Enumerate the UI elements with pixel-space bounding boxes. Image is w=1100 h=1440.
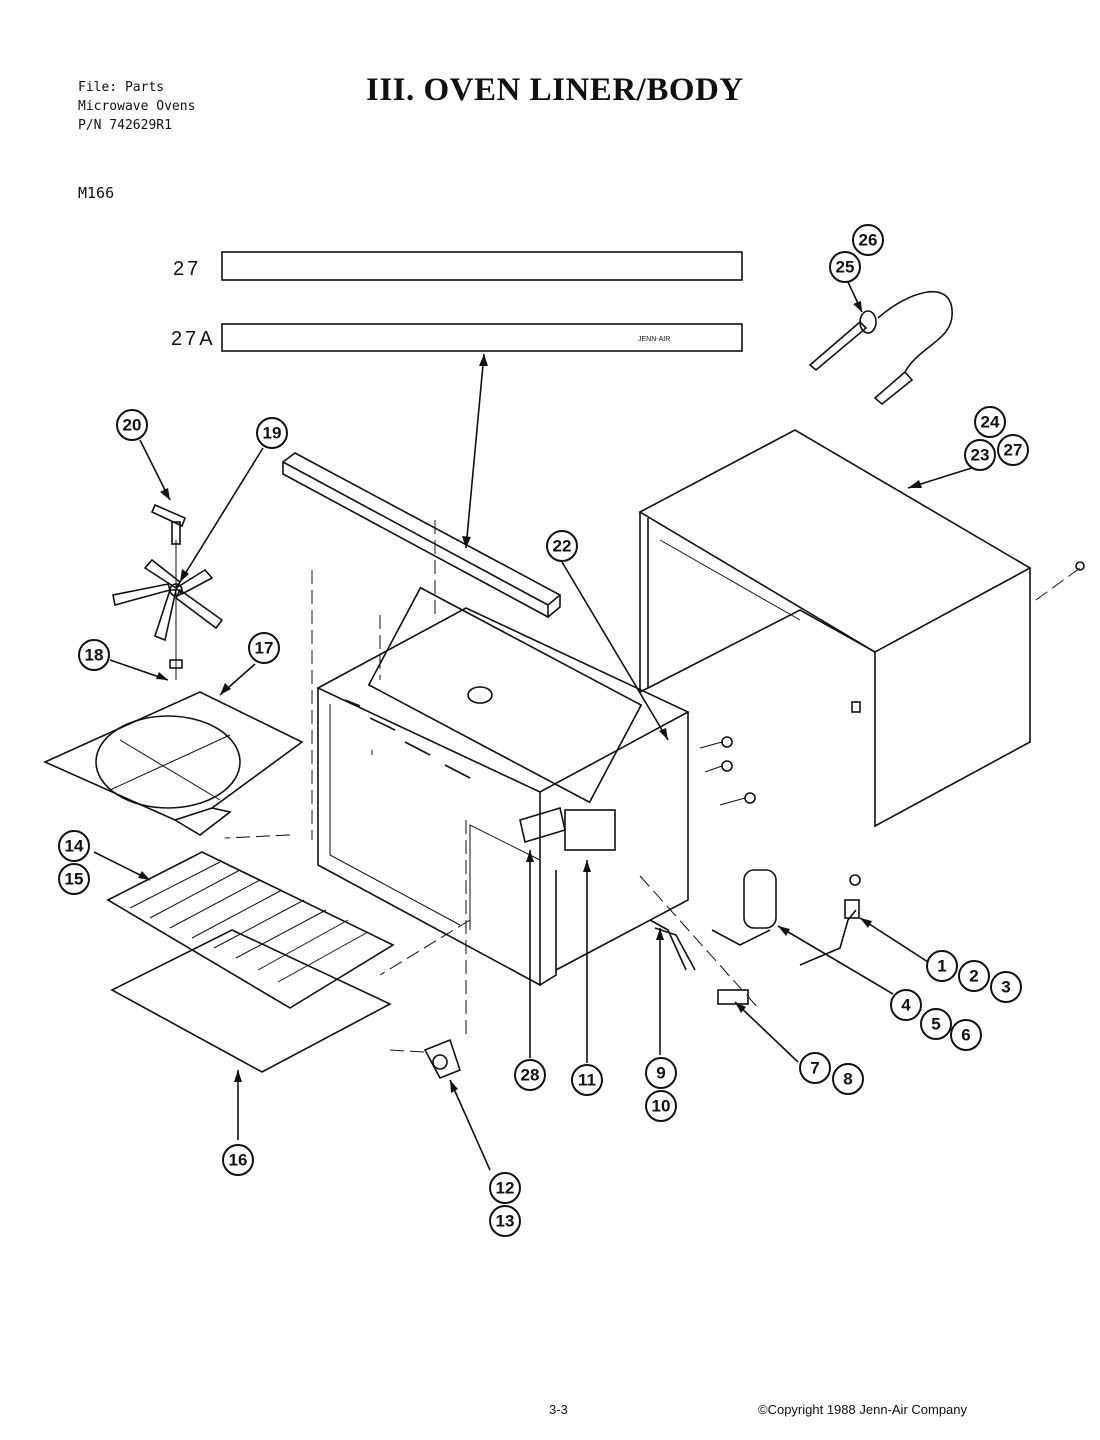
svg-text:28: 28 <box>521 1066 540 1085</box>
callout-25: 25 <box>829 251 861 283</box>
svg-text:22: 22 <box>553 537 572 556</box>
svg-text:18: 18 <box>85 646 104 665</box>
svg-text:26: 26 <box>859 231 878 250</box>
trim-strip-27: 27 <box>173 251 743 281</box>
callout-12: 12 <box>489 1172 521 1204</box>
callout-16: 16 <box>222 1144 254 1176</box>
callout-8: 8 <box>832 1063 864 1095</box>
svg-text:5: 5 <box>931 1015 940 1034</box>
svg-text:16: 16 <box>229 1151 248 1170</box>
callout-27: 27 <box>997 434 1029 466</box>
callout-2: 2 <box>958 960 990 992</box>
wire-harness <box>649 919 696 971</box>
page-title: III. OVEN LINER/BODY <box>366 72 744 108</box>
svg-text:7: 7 <box>810 1059 819 1078</box>
file-info: File: Parts Microwave Ovens P/N 742629R1 <box>78 78 195 135</box>
callout-1: 1 <box>926 950 958 982</box>
file-line: File: Parts <box>78 80 165 95</box>
callout-15: 15 <box>58 863 90 895</box>
svg-text:27: 27 <box>1004 441 1023 460</box>
stirrer-fan <box>112 540 224 680</box>
svg-text:24: 24 <box>981 413 1000 432</box>
callout-19: 19 <box>256 417 288 449</box>
callout-26: 26 <box>852 224 884 256</box>
stirrer-cover <box>43 691 304 836</box>
trim-strip-27a: 27A JENN-AIR <box>171 323 743 352</box>
temperature-probe <box>808 291 953 406</box>
callout-6: 6 <box>950 1019 982 1051</box>
svg-text:2: 2 <box>969 967 978 986</box>
svg-text:6: 6 <box>961 1026 970 1045</box>
svg-text:11: 11 <box>578 1071 596 1090</box>
outer-cabinet <box>638 429 1032 828</box>
callout-7: 7 <box>799 1052 831 1084</box>
trim-label-27: 27 <box>173 258 201 280</box>
svg-text:15: 15 <box>65 870 84 889</box>
callout-17: 17 <box>248 632 280 664</box>
callout-4: 4 <box>890 989 922 1021</box>
svg-text:3: 3 <box>1001 978 1010 997</box>
callout-11: 11 <box>571 1064 603 1096</box>
glass-tray <box>110 929 392 1073</box>
callout-20: 20 <box>116 409 148 441</box>
svg-text:10: 10 <box>652 1097 671 1116</box>
svg-text:12: 12 <box>496 1179 515 1198</box>
callout-9: 9 <box>645 1057 677 1089</box>
callout-10: 10 <box>645 1090 677 1122</box>
callout-5: 5 <box>920 1008 952 1040</box>
svg-text:1: 1 <box>937 957 946 976</box>
svg-text:4: 4 <box>901 996 911 1015</box>
callout-23: 23 <box>964 439 996 471</box>
svg-text:25: 25 <box>836 258 855 277</box>
svg-text:17: 17 <box>255 639 274 658</box>
svg-text:9: 9 <box>656 1064 665 1083</box>
svg-text:13: 13 <box>496 1212 515 1231</box>
callout-28: 28 <box>514 1059 546 1091</box>
diode <box>799 874 861 966</box>
brand-logo: JENN-AIR <box>638 336 670 343</box>
fuse-holder <box>717 989 749 1005</box>
oven-liner <box>316 586 690 987</box>
interlock-switch <box>423 1038 461 1080</box>
callout-3: 3 <box>990 971 1022 1003</box>
category-line: Microwave Ovens <box>78 99 196 114</box>
trim-label-27a: 27A <box>171 328 216 350</box>
callout-18: 18 <box>78 639 110 671</box>
screws <box>699 736 756 806</box>
svg-text:23: 23 <box>971 446 990 465</box>
stirrer-bolt <box>150 503 187 545</box>
callout-13: 13 <box>489 1205 521 1237</box>
callout-24: 24 <box>974 406 1006 438</box>
copyright-notice: ©Copyright 1988 Jenn-Air Company <box>758 1402 968 1417</box>
page-number: 3-3 <box>549 1402 568 1417</box>
svg-text:20: 20 <box>123 416 142 435</box>
svg-text:19: 19 <box>263 424 282 443</box>
callout-14: 14 <box>58 830 90 862</box>
svg-text:8: 8 <box>843 1070 852 1089</box>
callout-22: 22 <box>546 530 578 562</box>
oven-rack <box>106 851 395 1009</box>
svg-text:14: 14 <box>65 837 84 856</box>
part-number-line: P/N 742629R1 <box>78 118 172 133</box>
capacitor <box>711 869 777 946</box>
top-bar <box>281 452 562 619</box>
model-number: M166 <box>78 184 115 202</box>
